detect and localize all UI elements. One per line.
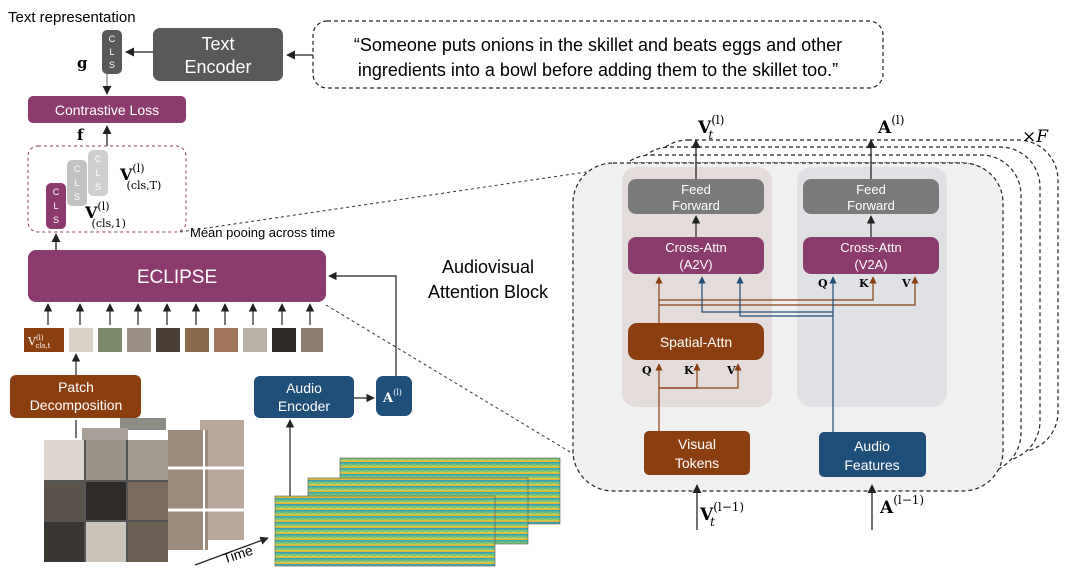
vt-output-label: V(l)t <box>697 113 724 142</box>
visual-tokens-box: Visual Tokens <box>644 431 750 475</box>
svg-text:C: C <box>53 187 60 197</box>
svg-text:ingredients into a bowl before: ingredients into a bowl before adding th… <box>358 60 838 80</box>
svg-text:Forward: Forward <box>672 198 720 213</box>
svg-text:Audio: Audio <box>286 380 322 396</box>
svg-text:S: S <box>53 215 59 225</box>
audio-token-box: A(l) <box>376 376 412 416</box>
svg-text:Text: Text <box>201 34 234 54</box>
svg-text:Contrastive Loss: Contrastive Loss <box>55 102 159 118</box>
f-symbol: f <box>77 126 85 144</box>
svg-text:C: C <box>109 34 116 44</box>
a-output-label: A(l) <box>877 113 904 138</box>
v-cls-T-label: V(l)(cls,T) <box>119 162 161 192</box>
svg-text:Audio: Audio <box>854 438 890 454</box>
svg-text:S: S <box>109 60 115 70</box>
audio-spectrograms <box>274 457 561 567</box>
vt-input-label: V(l−1)t <box>699 500 744 529</box>
text-representation-label: Text representation <box>8 9 136 26</box>
caption-box: “Someone puts onions in the skillet and … <box>312 20 884 89</box>
cls-patch-token-label: V(l)cls,t <box>27 334 51 350</box>
svg-text:L: L <box>53 201 58 211</box>
svg-text:Forward: Forward <box>847 198 895 213</box>
svg-text:Tokens: Tokens <box>675 455 719 471</box>
spatial-attn-box: Spatial-Attn <box>628 323 764 360</box>
patch-token-row: V(l)cls,t <box>24 328 323 352</box>
cls-token-text: C L S <box>102 30 122 74</box>
svg-text:K: K <box>859 277 869 290</box>
svg-text:S: S <box>95 182 101 192</box>
times-f-label: ×F <box>1022 127 1049 147</box>
mean-pooling-label: Mean pooing across time <box>190 225 335 240</box>
svg-text:Feed: Feed <box>856 182 886 197</box>
token-arrows <box>43 303 315 325</box>
contrastive-loss-box: Contrastive Loss <box>28 96 186 123</box>
svg-text:Spatial-Attn: Spatial-Attn <box>660 334 732 350</box>
feed-forward-visual: Feed Forward <box>628 179 764 214</box>
video-frames <box>44 418 244 562</box>
audio-encoder-box: Audio Encoder <box>254 376 354 418</box>
svg-text:V: V <box>901 277 911 290</box>
audio-features-box: Audio Features <box>819 432 926 477</box>
av-block-label-line2: Attention Block <box>428 282 549 302</box>
svg-text:ECLIPSE: ECLIPSE <box>137 267 217 288</box>
svg-text:A(l): A(l) <box>382 388 402 406</box>
svg-text:Cross-Attn: Cross-Attn <box>665 240 726 255</box>
svg-text:V: V <box>726 364 736 377</box>
svg-text:Encoder: Encoder <box>184 57 251 77</box>
cross-attn-a2v: Cross-Attn (A2V) <box>628 237 764 274</box>
svg-text:Features: Features <box>844 457 899 473</box>
svg-text:Decomposition: Decomposition <box>30 397 123 413</box>
visual-stream-connections <box>655 276 919 431</box>
time-label: Time <box>221 542 255 567</box>
svg-text:Feed: Feed <box>681 182 711 197</box>
svg-text:Cross-Attn: Cross-Attn <box>840 240 901 255</box>
svg-text:Visual: Visual <box>678 436 716 452</box>
svg-text:C: C <box>95 154 102 164</box>
audio-column-bg <box>797 167 947 407</box>
svg-text:Patch: Patch <box>58 379 94 395</box>
svg-text:L: L <box>109 47 114 57</box>
svg-text:(A2V): (A2V) <box>679 257 712 272</box>
svg-text:L: L <box>74 178 79 188</box>
svg-text:Q: Q <box>818 277 828 290</box>
a-input-label: A(l−1) <box>879 493 924 518</box>
svg-text:(V2A): (V2A) <box>854 257 887 272</box>
audio-stream-connections <box>698 276 837 432</box>
svg-text:K: K <box>684 364 694 377</box>
svg-text:Q: Q <box>642 364 652 377</box>
svg-text:Encoder: Encoder <box>278 398 330 414</box>
svg-text:S: S <box>74 192 80 202</box>
text-encoder-box: Text Encoder <box>153 28 283 81</box>
cross-attn-v2a: Cross-Attn (V2A) <box>803 237 939 274</box>
svg-text:C: C <box>74 164 81 174</box>
svg-text:L: L <box>95 168 100 178</box>
patch-decomposition-box: Patch Decomposition <box>10 375 141 418</box>
eclipse-box: ECLIPSE <box>28 250 326 302</box>
cls-token-stack: C L S C L S C L S <box>46 150 108 229</box>
g-symbol: g <box>77 54 88 72</box>
svg-text:“Someone puts onions in the sk: “Someone puts onions in the skillet and … <box>354 35 842 55</box>
av-block-label-line1: Audiovisual <box>442 257 534 277</box>
feed-forward-audio: Feed Forward <box>803 179 939 214</box>
v-cls-1-label: V(l)(cls,1) <box>84 200 126 230</box>
